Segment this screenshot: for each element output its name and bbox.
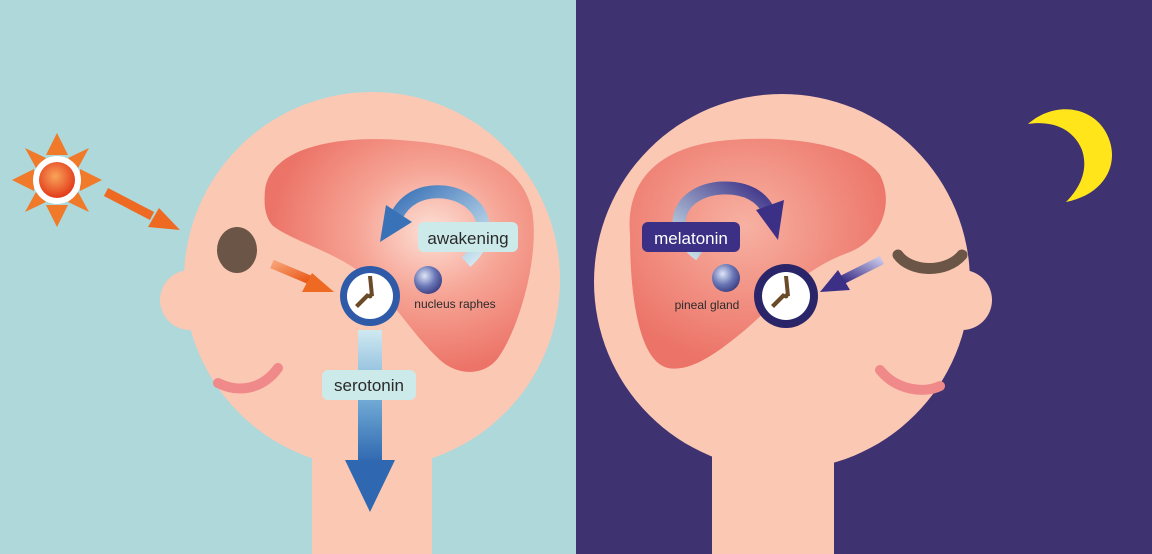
awakening-label: awakening [427, 229, 508, 248]
sun-icon [12, 133, 102, 227]
closed-eye-icon [892, 249, 968, 274]
day-mouth [213, 363, 283, 394]
melatonin-label-box [642, 222, 740, 252]
serotonin-label-box [322, 370, 416, 400]
open-eye-icon [217, 227, 257, 273]
serotonin-label: serotonin [334, 376, 404, 395]
night-clock-icon [754, 264, 818, 328]
awakening-label-box [418, 222, 518, 252]
pineal-gland-label: pineal gland [675, 298, 740, 312]
eye-to-clock-arrow [270, 259, 334, 292]
pineal-gland-ball [712, 264, 740, 292]
clock-icon [340, 266, 400, 326]
melatonin-label: melatonin [654, 229, 728, 248]
nucleus-raphes-ball [414, 266, 442, 294]
eye-to-pineal-arrow [820, 255, 885, 292]
nucleus-raphes-label: nucleus raphes [414, 297, 495, 311]
moon-icon [1028, 109, 1113, 202]
night-mouth [875, 365, 945, 395]
sunlight-arrow [103, 188, 180, 230]
